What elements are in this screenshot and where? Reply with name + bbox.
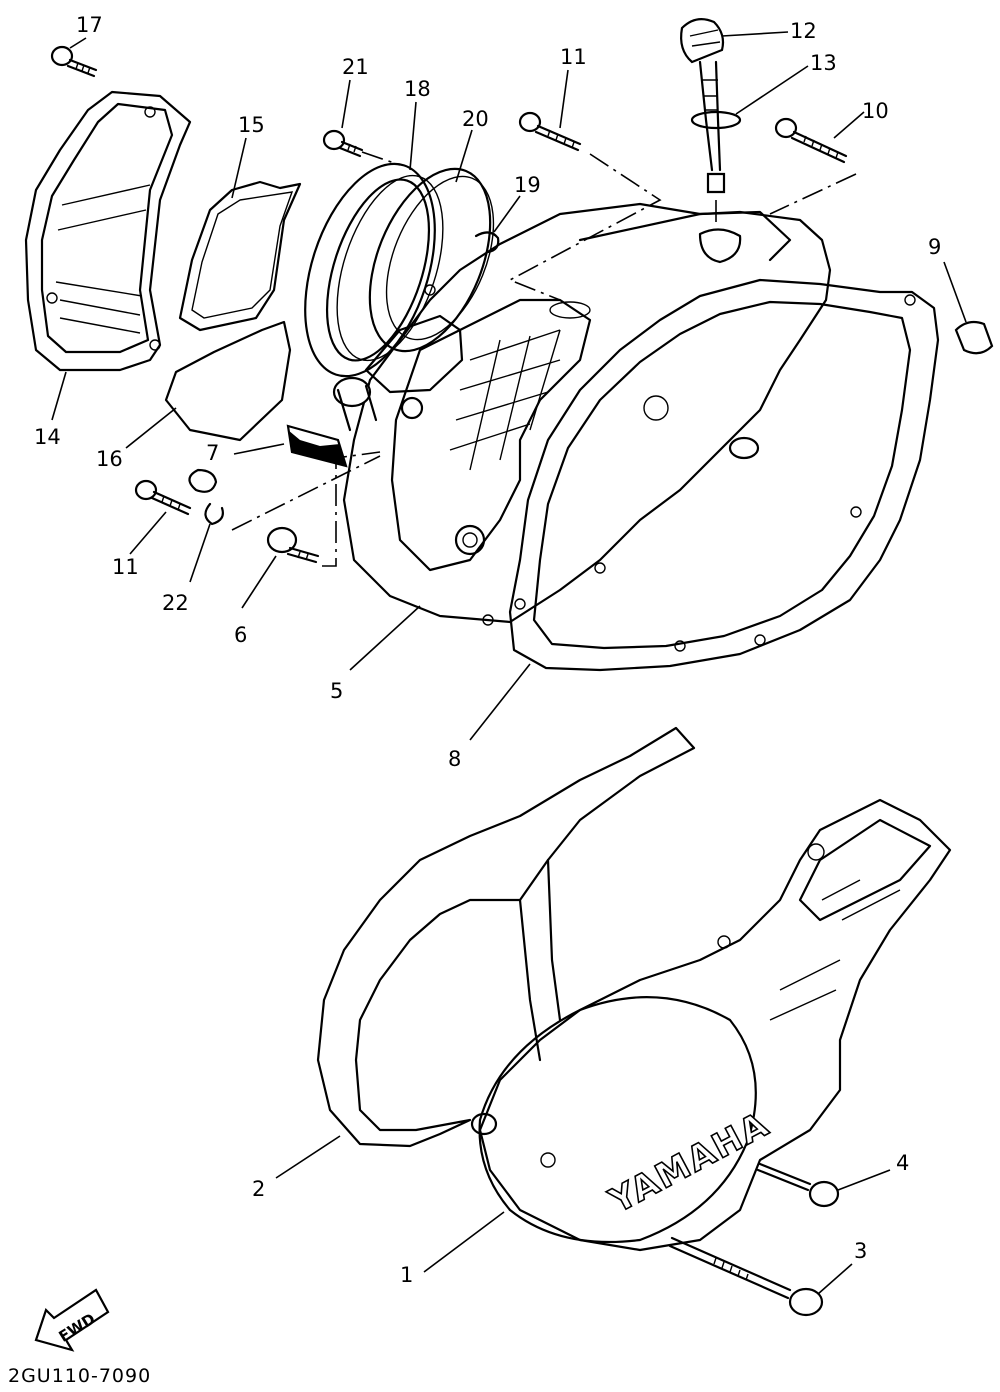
part-5-crankcase-cover [332,202,832,626]
axis-6 [322,451,381,567]
axis-10 [769,173,857,215]
label-part-4: 4 [896,1151,909,1175]
label-part-21: 21 [342,55,369,79]
label-part-18: 18 [404,77,431,101]
leader-2 [275,1135,341,1179]
label-part-11-upper: 11 [560,45,587,69]
leader-13 [735,65,809,115]
part-22-clip [188,468,224,526]
leader-8 [469,663,531,741]
part-15-gasket [178,180,302,332]
leader-18 [409,101,417,171]
label-part-22: 22 [162,591,189,615]
part-12-cap [680,17,726,194]
leader-6 [241,555,277,609]
part-3-long-screw [668,1236,824,1317]
leader-5 [349,605,421,671]
leader-12 [721,31,789,37]
diagram-code: 2GU110-7090 [8,1365,151,1387]
leader-22 [189,523,211,583]
label-part-3: 3 [854,1239,867,1263]
part-9-plug [954,320,994,355]
part-8-gasket [508,278,940,672]
yamaha-logo: YAMAHA [602,1104,776,1222]
part-10-bolt [774,117,848,164]
part-16-plate [164,320,292,442]
part-21-bolt [322,129,364,158]
part-17-bolt [50,45,98,78]
label-part-10: 10 [862,99,889,123]
leader-16 [125,407,177,449]
part-19-clip [474,231,500,254]
label-part-1: 1 [400,1263,413,1287]
label-part-13: 13 [810,51,837,75]
label-part-19: 19 [514,173,541,197]
leader-10 [833,111,865,139]
part-2-gasket [316,726,696,1148]
part-6-bolt [266,526,320,564]
leader-3 [817,1263,853,1295]
label-part-2: 2 [252,1177,265,1201]
label-part-17: 17 [76,13,103,37]
part-11-bolt-upper [518,111,582,152]
label-part-8: 8 [448,747,461,771]
leader-19 [493,195,521,233]
leader-15 [231,137,247,199]
fwd-arrow-icon: FWD [34,1288,110,1352]
leader-4 [837,1169,891,1191]
label-part-12: 12 [790,19,817,43]
part-4-screw [756,1162,840,1208]
leader-20 [455,129,473,183]
axis-21 [361,151,401,166]
label-part-9: 9 [928,235,941,259]
part-14-cover [24,90,192,372]
leader-11-upper [559,69,569,129]
label-part-11-lower: 11 [112,555,139,579]
leader-7 [233,443,285,455]
leader-21 [341,79,351,129]
part-7-filter [286,424,348,468]
leader-9 [943,261,967,323]
leader-11-lower [129,511,167,555]
label-part-16: 16 [96,447,123,471]
label-part-6: 6 [234,623,247,647]
label-part-20: 20 [462,107,489,131]
label-part-7: 7 [206,441,219,465]
leader-14 [51,371,67,421]
leader-1 [423,1211,505,1273]
part-11-bolt-lower [134,479,192,516]
part-13-oring [690,110,742,130]
label-part-5: 5 [330,679,343,703]
label-part-15: 15 [238,113,265,137]
leader-17 [69,37,87,49]
axis-11-upper [508,153,662,301]
label-part-14: 14 [34,425,61,449]
axis-22 [231,455,381,531]
